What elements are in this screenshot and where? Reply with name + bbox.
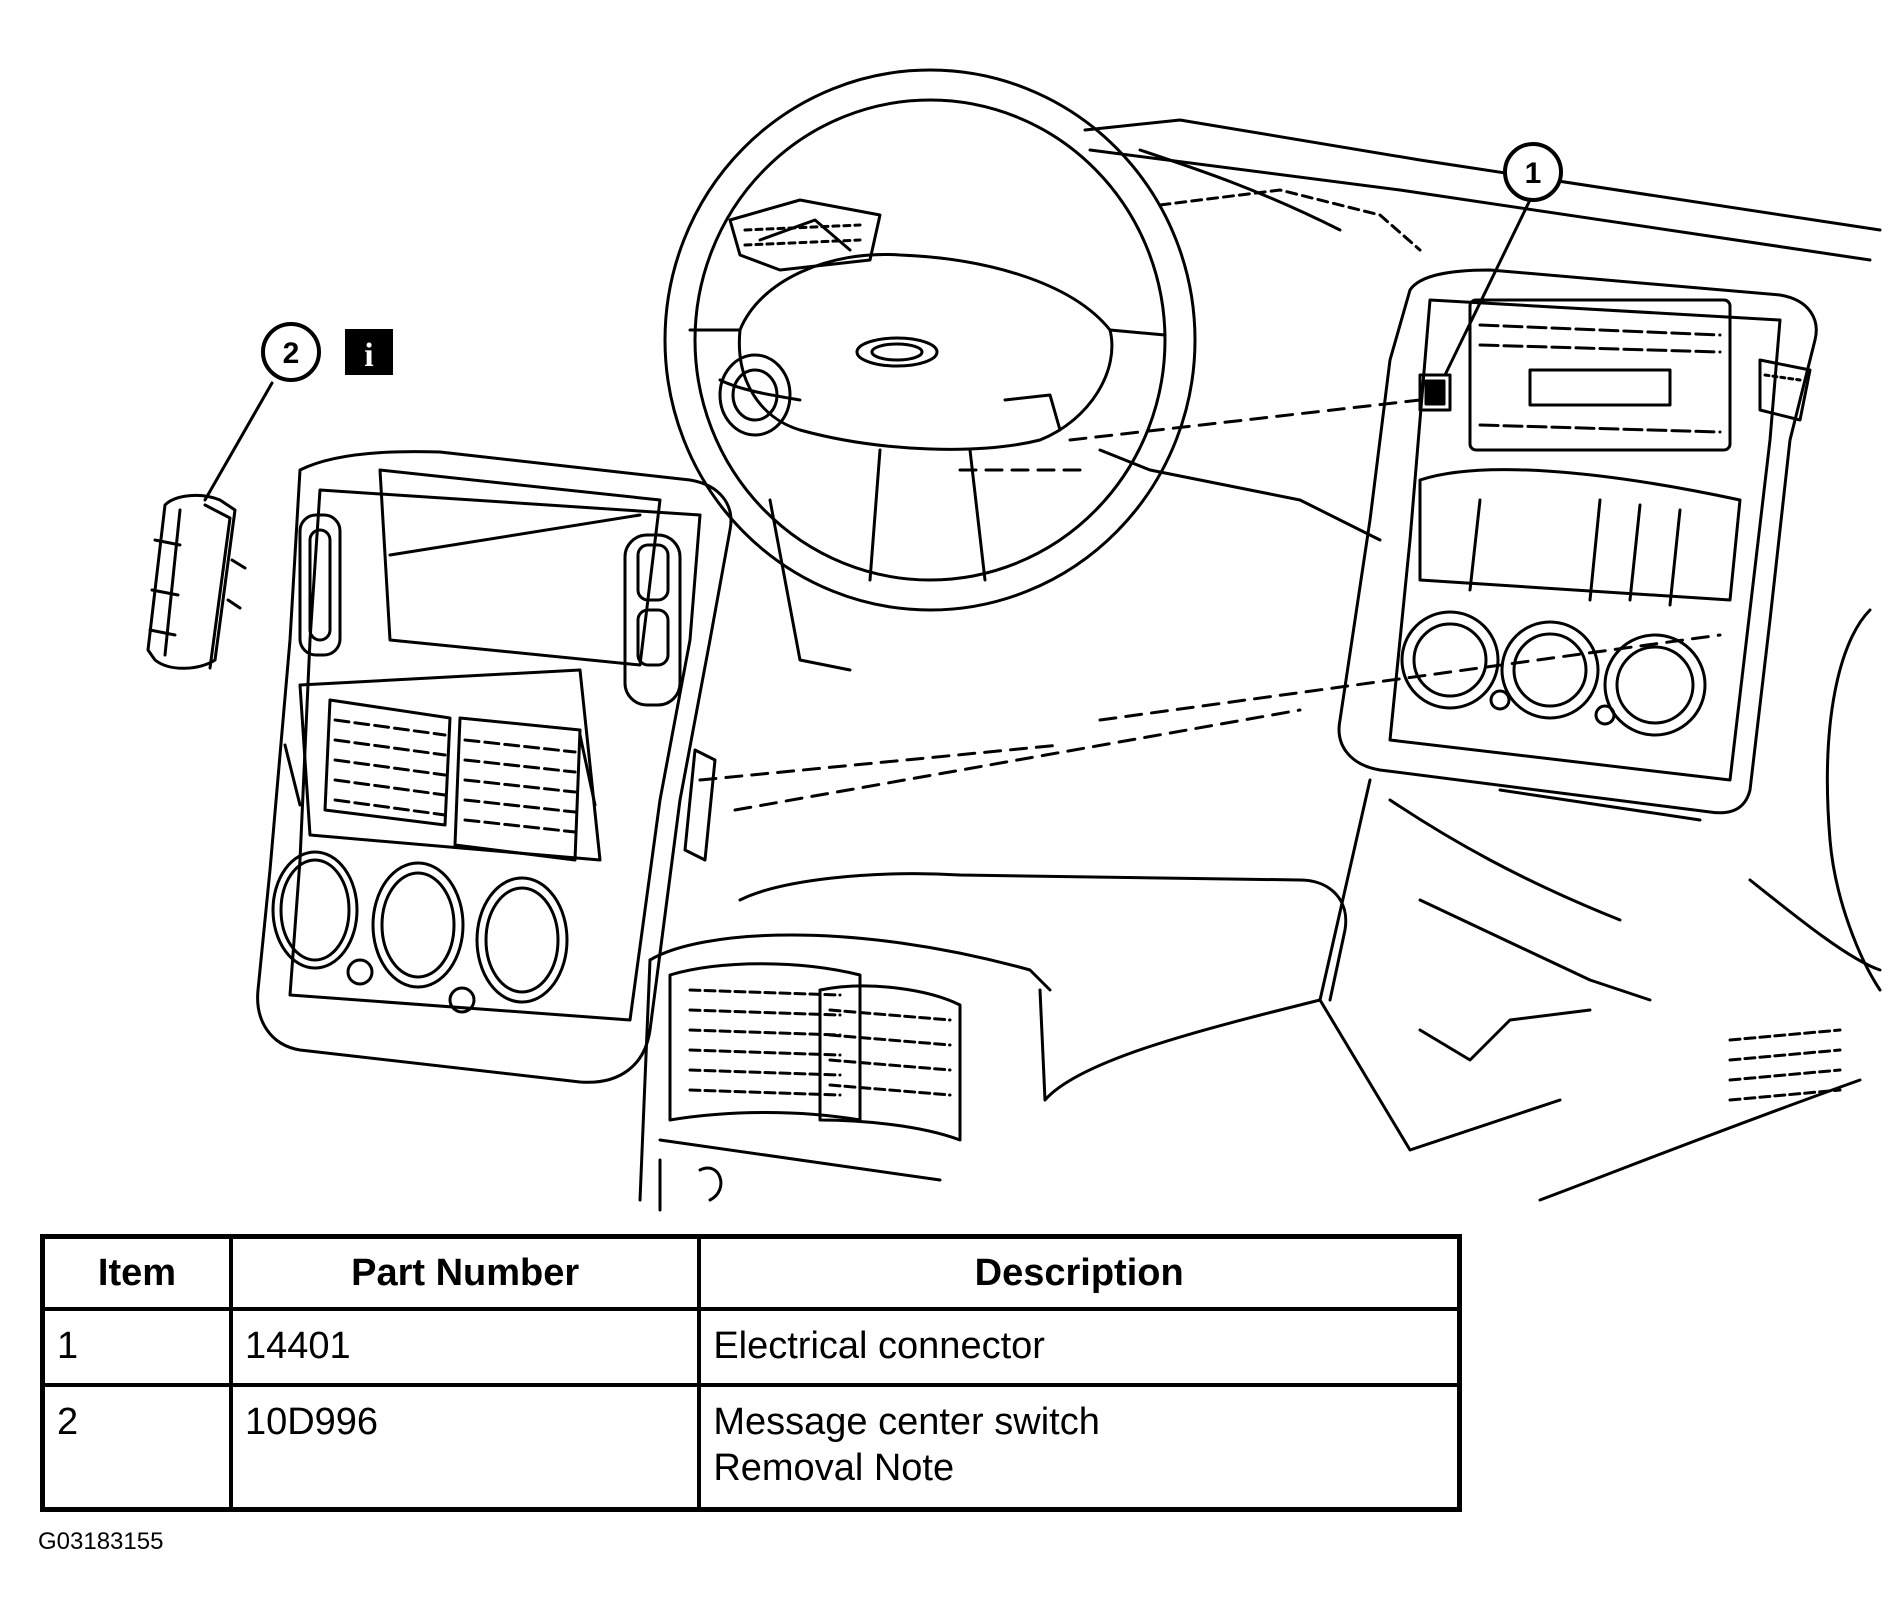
removed-bezel (256, 450, 733, 1084)
header-description: Description (697, 1234, 1462, 1311)
driver-vent (718, 198, 882, 437)
dashboard-outline (1083, 118, 1882, 1202)
dashboard-illustration: 1 2 i (146, 68, 1882, 1212)
cell-description: Message center switch Removal Note (697, 1383, 1462, 1512)
reference-lines (698, 398, 1722, 812)
info-icon-glyph: i (364, 337, 373, 374)
info-icon: i (345, 329, 393, 375)
callout-2: 2 (261, 322, 321, 382)
steering-wheel (663, 68, 1197, 672)
callout-2-number: 2 (283, 337, 300, 370)
callout-leaders (203, 198, 1532, 502)
cell-item: 1 (40, 1307, 233, 1387)
header-item: Item (40, 1234, 233, 1311)
table-row: 1 14401 Electrical connector (40, 1307, 1462, 1387)
cell-description: Electrical connector (697, 1307, 1462, 1387)
figure-code: G03183155 (38, 1528, 164, 1555)
cell-part-number: 14401 (228, 1307, 702, 1387)
parts-table: Item Part Number Description 1 14401 Ele… (40, 1234, 1462, 1512)
header-part-number: Part Number (228, 1234, 702, 1311)
callout-1: 1 (1503, 142, 1563, 202)
callout-1-number: 1 (1525, 157, 1542, 190)
cell-item: 2 (40, 1383, 233, 1512)
table-header-row: Item Part Number Description (40, 1234, 1462, 1311)
description-line: Electrical connector (713, 1325, 1045, 1367)
installed-center-stack (1337, 268, 1818, 815)
table-row: 2 10D996 Message center switch Removal N… (40, 1383, 1462, 1512)
removal-note-link[interactable]: Removal Note (713, 1447, 955, 1489)
cell-part-number: 10D996 (228, 1383, 702, 1512)
message-center-switch (146, 493, 247, 670)
description-line: Message center switch (713, 1401, 1100, 1443)
center-console (638, 778, 1842, 1212)
